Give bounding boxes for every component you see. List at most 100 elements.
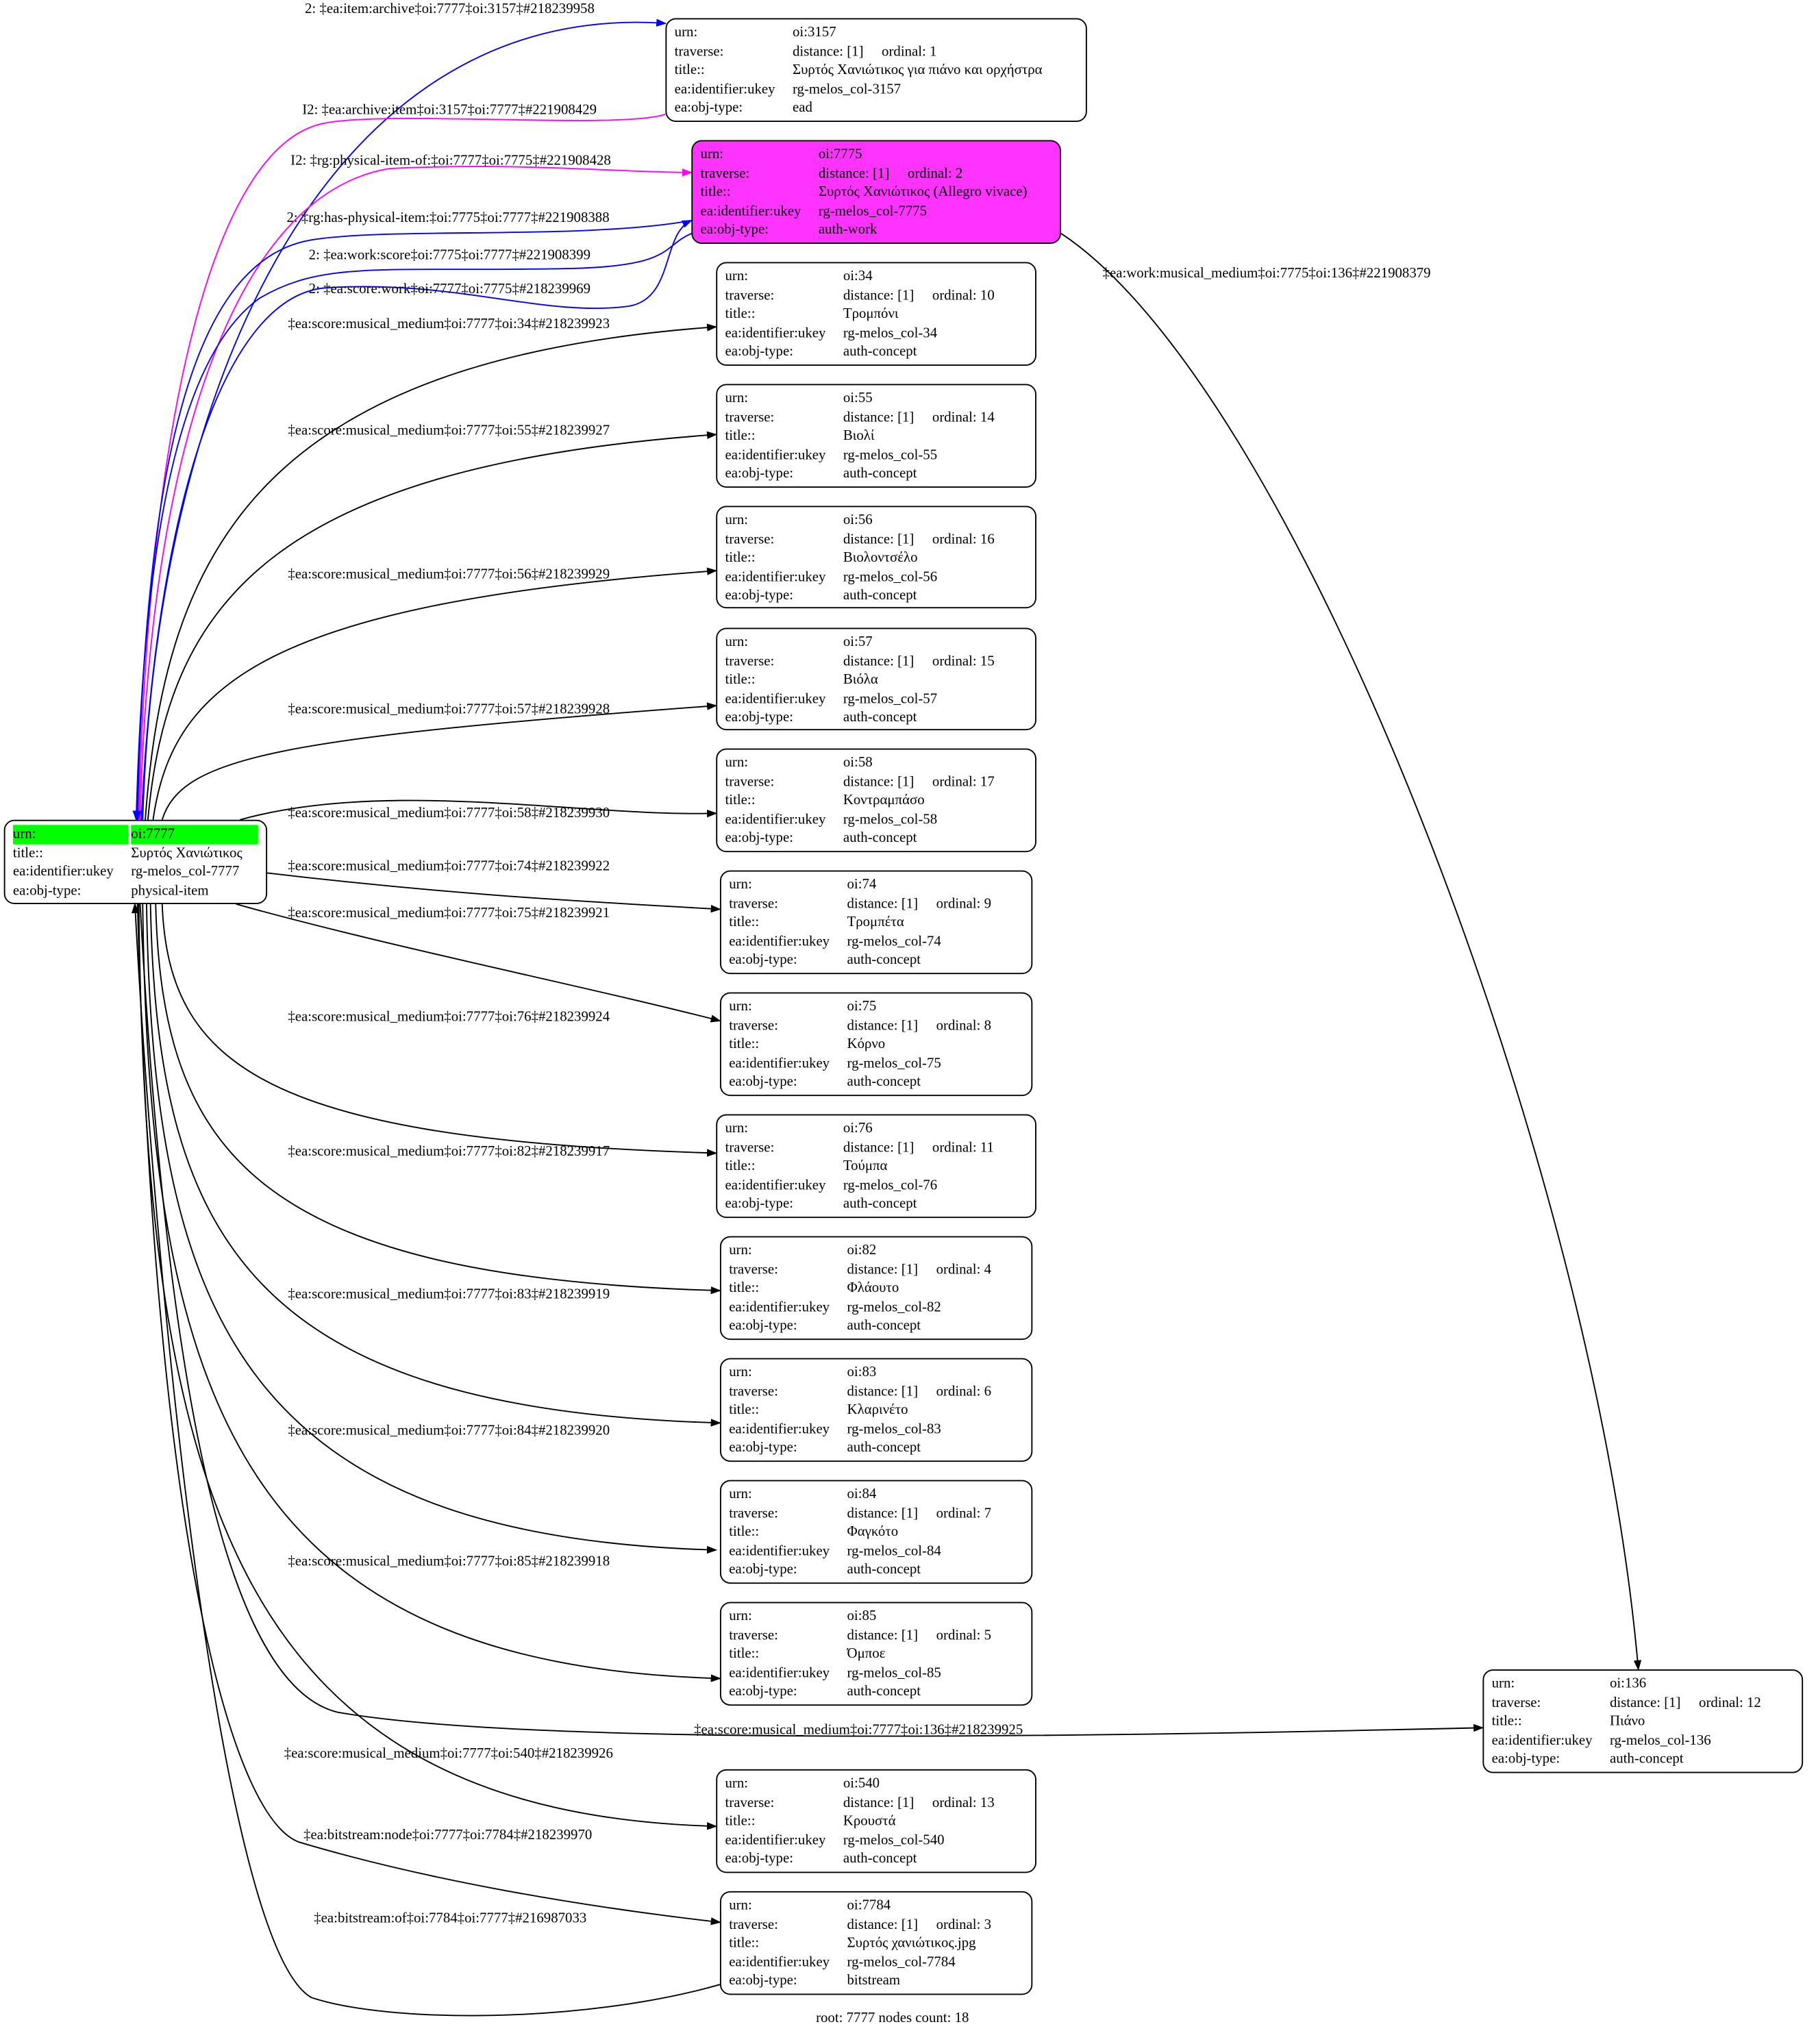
node-traverse: distance: [1] xyxy=(843,531,915,547)
node-type-row: ea:obj-type:auth-concept xyxy=(725,343,1028,362)
node-title: Συρτός χανιώτικος.jpg xyxy=(847,1935,976,1952)
node-type: auth-work xyxy=(818,222,878,238)
node-traverse-row: traverse:distance: [1]ordinal: 2 xyxy=(701,164,1052,184)
node-traverse: distance: [1] xyxy=(843,287,915,303)
edge-label: ‡ea:score:musical_medium‡oi:7777‡oi:136‡… xyxy=(694,1722,1023,1738)
node-ukey: rg-melos_col-74 xyxy=(847,933,941,949)
node-traverse: distance: [1] xyxy=(847,1383,919,1399)
edge-label: 2: ‡rg:has-physical-item:‡oi:7775‡oi:777… xyxy=(286,210,610,226)
node-ukey: rg-melos_col-85 xyxy=(847,1665,941,1681)
key-label: title:: xyxy=(725,428,756,444)
key-label: title:: xyxy=(725,550,756,566)
edge-line xyxy=(1060,233,1642,1671)
root-title-row: title::Συρτός Χανιώτικος xyxy=(13,844,258,863)
key-label: traverse: xyxy=(725,287,775,303)
node-ordinal: ordinal: 6 xyxy=(936,1383,992,1399)
node-type: auth-concept xyxy=(843,1196,917,1212)
edge-line xyxy=(136,903,721,1925)
node-urn: oi:34 xyxy=(843,268,873,284)
node-urn: oi:82 xyxy=(847,1243,877,1258)
node-ordinal: ordinal: 16 xyxy=(932,531,995,547)
key-label: ea:obj-type: xyxy=(725,710,794,726)
key-label: ea:obj-type: xyxy=(725,830,794,847)
node-title: Κλαρινέτο xyxy=(847,1402,908,1419)
node-urn-row: urn:oi:7775 xyxy=(701,145,1052,164)
edge-line xyxy=(266,872,721,913)
edge-label: ‡ea:score:musical_medium‡oi:7777‡oi:74‡#… xyxy=(288,858,610,875)
node-urn-row: urn:oi:136 xyxy=(1492,1675,1794,1694)
key-label: ea:obj-type: xyxy=(1491,1752,1560,1767)
key-label: traverse: xyxy=(729,1383,778,1399)
node-traverse-row: traverse:distance: [1]ordinal: 13 xyxy=(725,1793,1028,1812)
node-urn: oi:540 xyxy=(843,1775,880,1792)
key-label: urn: xyxy=(725,512,749,528)
node-traverse: distance: [1] xyxy=(792,43,864,60)
key-label: ea:identifier:ukey xyxy=(729,1055,830,1071)
key-label: title:: xyxy=(12,845,43,861)
node-ordinal: ordinal: 12 xyxy=(1699,1695,1761,1710)
key-label: ea:identifier:ukey xyxy=(725,325,826,341)
root-urn: oi:7777 xyxy=(131,825,258,844)
node-traverse: distance: [1] xyxy=(847,1505,919,1521)
node-ordinal: ordinal: 3 xyxy=(936,1916,992,1932)
key-label: ea:obj-type: xyxy=(729,1562,797,1578)
edge-label: ‡ea:score:musical_medium‡oi:7777‡oi:76‡#… xyxy=(288,1009,610,1025)
node-urn: oi:7784 xyxy=(847,1897,891,1914)
node-traverse-row: traverse:distance: [1]ordinal: 17 xyxy=(725,773,1028,792)
node-type-row: ea:obj-type:auth-concept xyxy=(729,1439,1023,1458)
key-label: title:: xyxy=(674,62,705,78)
key-label: ea:obj-type: xyxy=(725,466,794,482)
node-traverse: distance: [1] xyxy=(843,1794,915,1810)
node-ordinal: ordinal: 13 xyxy=(932,1794,995,1810)
node-title: Πιάνο xyxy=(1609,1713,1645,1730)
node-title: Όμποε xyxy=(847,1646,886,1662)
node-ordinal: ordinal: 1 xyxy=(882,43,937,60)
node-type: auth-concept xyxy=(847,1318,921,1334)
node-ukey: rg-melos_col-3157 xyxy=(792,81,901,97)
node-title-row: title::Συρτός Χανιώτικος για πιάνο και ο… xyxy=(675,61,1078,80)
root-urn-row: urn:oi:7777 xyxy=(12,825,258,844)
root-node[interactable]: urn:oi:7777 title::Συρτός Χανιώτικος ea:… xyxy=(3,819,268,904)
key-label: urn: xyxy=(729,1243,752,1258)
edge-line xyxy=(149,903,721,1427)
node-traverse-row: traverse:distance: [1]ordinal: 11 xyxy=(725,1138,1028,1158)
node-urn-row: urn:oi:75 xyxy=(729,997,1023,1017)
key-label: traverse: xyxy=(729,1505,778,1521)
key-label: title:: xyxy=(729,1646,760,1662)
key-label: ea:identifier:ukey xyxy=(725,690,826,707)
node-ukey: rg-melos_col-7784 xyxy=(847,1954,956,1970)
node-traverse-row: traverse:distance: [1]ordinal: 16 xyxy=(725,530,1028,549)
key-label: ea:obj-type: xyxy=(729,1440,797,1456)
key-label: ea:identifier:ukey xyxy=(12,864,114,880)
node-traverse-row: traverse:distance: [1]ordinal: 1 xyxy=(675,42,1078,62)
node-ukey: rg-melos_col-83 xyxy=(847,1421,941,1437)
key-label: ea:identifier:ukey xyxy=(725,1832,826,1848)
node-type-row: ea:obj-type:auth-concept xyxy=(1492,1750,1794,1769)
key-label: ea:identifier:ukey xyxy=(725,811,826,827)
node-type: auth-concept xyxy=(847,1684,921,1700)
edge-line xyxy=(236,903,721,1023)
key-label: traverse: xyxy=(725,409,775,425)
